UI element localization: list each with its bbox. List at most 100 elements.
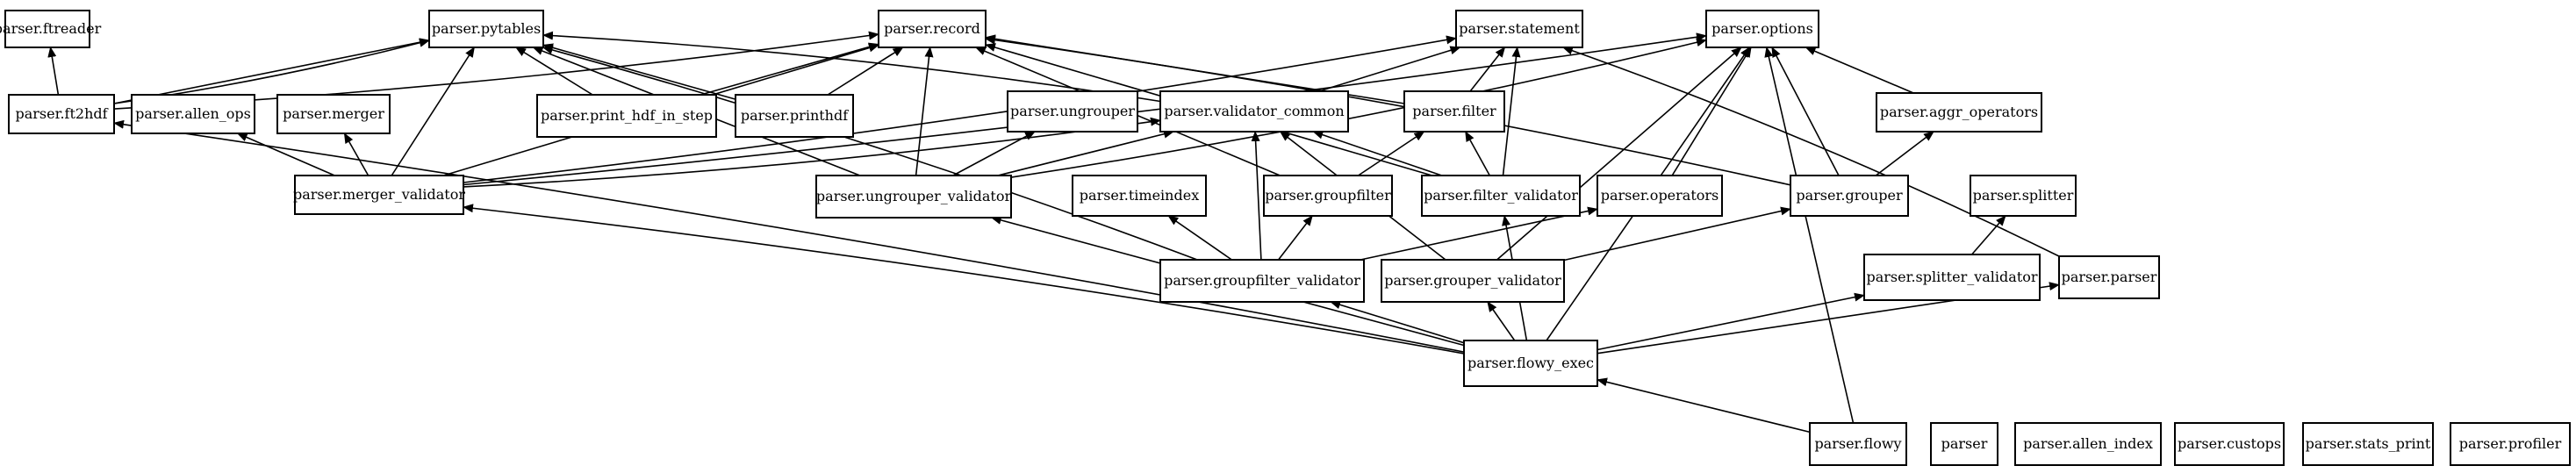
edge-flowy_exec-to-merger_validator [463, 204, 1465, 355]
node-printhdf: parser.printhdf [735, 94, 854, 138]
nodes: parser.ftreader parser.pytables parser.rec… [0, 10, 2571, 466]
node-box [1597, 175, 1723, 217]
edge-flowy_exec-to-splitter_validator [1597, 292, 1865, 351]
edge-groupfilter_validator-to-validator_common [1251, 131, 1262, 261]
node-stats-print: parser.stats_print [2302, 422, 2434, 466]
edge-filter_validator-to-filter [1464, 131, 1491, 176]
edge-merger_validator-to-statement [463, 35, 1457, 183]
edge-groupfilter-to-filter [1358, 131, 1425, 176]
node-box [2014, 422, 2162, 466]
node-label: parser.ft2hdf [15, 105, 108, 122]
node-filter-validator: parser.filter_validator [1421, 175, 1581, 217]
node-box [4, 10, 90, 48]
node-box [1863, 254, 2041, 301]
node-box [1159, 90, 1349, 133]
edge-ungrouper_validator-to-validator_common [997, 129, 1174, 176]
node-box [1463, 340, 1598, 387]
node-grouper-validator: parser.grouper_validator [1381, 259, 1565, 303]
node-box [1421, 175, 1581, 217]
node-operators: parser.operators [1597, 175, 1723, 217]
node-ungrouper: parser.ungrouper [1007, 90, 1138, 133]
node-profiler: parser.profiler [2450, 422, 2571, 466]
node-label: parser.ungrouper_validator [816, 188, 1012, 204]
node-grouper: parser.grouper [1790, 175, 1909, 217]
node-box [2450, 422, 2571, 466]
edge-printhdf-to-pytables [542, 43, 736, 100]
edge-operators-to-options [1671, 47, 1752, 176]
node-flowy-exec: parser.flowy_exec [1463, 340, 1598, 387]
node-box [1809, 422, 1907, 466]
node-ftreader: parser.ftreader [0, 10, 102, 48]
node-box [878, 10, 987, 48]
node-aggr-operators: parser.aggr_operators [1876, 92, 2042, 133]
edge-ft2hdf-to-ftreader [47, 47, 60, 96]
node-box [1007, 90, 1138, 133]
node-flowy: parser.flowy [1809, 422, 1907, 466]
node-filter: parser.filter [1403, 90, 1505, 133]
node-label: parser.profiler [2459, 435, 2562, 452]
edge-validator_common-to-statement [1318, 46, 1461, 92]
node-parser-parser: parser.parser [2058, 255, 2160, 299]
node-box [1455, 10, 1583, 48]
node-groupfilter-validator: parser.groupfilter_validator [1159, 259, 1365, 303]
node-box [8, 94, 115, 134]
edge-flowy_exec-to-grouper_validator [1487, 301, 1516, 341]
node-label: parser.filter [1412, 103, 1496, 119]
node-box [131, 94, 255, 134]
node-pytables: parser.pytables [428, 10, 544, 48]
node-merger: parser.merger [276, 94, 391, 134]
node-label: parser.parser [2062, 269, 2157, 285]
node-box [536, 94, 717, 138]
node-record: parser.record [878, 10, 987, 48]
node-groupfilter: parser.groupfilter [1263, 175, 1393, 217]
edge-grouper-to-options [1771, 47, 1840, 176]
node-label: parser.allen_index [2023, 435, 2153, 452]
edge-aggr_operators-to-options [1805, 47, 1914, 94]
node-label: parser.ungrouper [1010, 103, 1135, 119]
node-allen-ops: parser.allen_ops [131, 94, 255, 134]
node-validator-common: parser.validator_common [1159, 90, 1349, 133]
node-box [1876, 92, 2042, 133]
edge-filter_validator-to-statement [1502, 47, 1521, 176]
edge-groupfilter_validator-to-pytables [542, 46, 1198, 261]
node-label: parser.stats_print [2306, 435, 2431, 452]
edge-filter_validator-to-validator_common [1312, 130, 1442, 176]
node-print-hdf-in-step: parser.print_hdf_in_step [536, 94, 717, 138]
node-label: parser [1941, 435, 1988, 452]
node-label: parser.groupfilter_validator [1164, 272, 1360, 289]
node-label: parser.aggr_operators [1880, 104, 2038, 120]
node-box [1970, 175, 2077, 217]
node-box [735, 94, 854, 138]
node-label: parser.timeindex [1080, 187, 1199, 204]
node-box [1403, 90, 1505, 133]
node-label: parser.flowy_exec [1467, 355, 1594, 371]
edge-merger_validator-to-pytables [391, 47, 476, 176]
node-label: parser.custops [2178, 435, 2281, 452]
node-box [1790, 175, 1909, 217]
node-label: parser.allen_ops [135, 105, 251, 122]
node-splitter: parser.splitter [1970, 175, 2077, 217]
edge-splitter_validator-to-splitter [1970, 215, 2006, 255]
node-label: parser.validator_common [1164, 103, 1344, 119]
edge-grouper_validator-to-options [1496, 47, 1742, 261]
node-timeindex: parser.timeindex [1072, 175, 1207, 217]
node-parser: parser [1930, 422, 1998, 466]
edge-grouper-to-aggr_operators [1875, 131, 1934, 176]
node-box [1705, 10, 1819, 48]
node-label: parser.splitter [1973, 187, 2074, 204]
node-allen-index: parser.allen_index [2014, 422, 2162, 466]
node-box [2174, 422, 2285, 466]
node-label: parser.operators [1601, 187, 1719, 204]
node-label: parser.splitter_validator [1866, 269, 2037, 285]
node-box [815, 175, 1012, 219]
node-label: parser.filter_validator [1424, 187, 1578, 204]
node-box [276, 94, 391, 134]
node-label: parser.print_hdf_in_step [541, 107, 713, 124]
node-label: parser.merger_validator [293, 186, 465, 203]
edge-ungrouper_validator-to-ungrouper [952, 131, 1036, 176]
node-label: parser.pytables [432, 20, 541, 37]
edge-grouper_validator-to-grouper [1563, 206, 1791, 262]
node-box [2302, 422, 2434, 466]
node-label: parser.ftreader [0, 20, 102, 37]
